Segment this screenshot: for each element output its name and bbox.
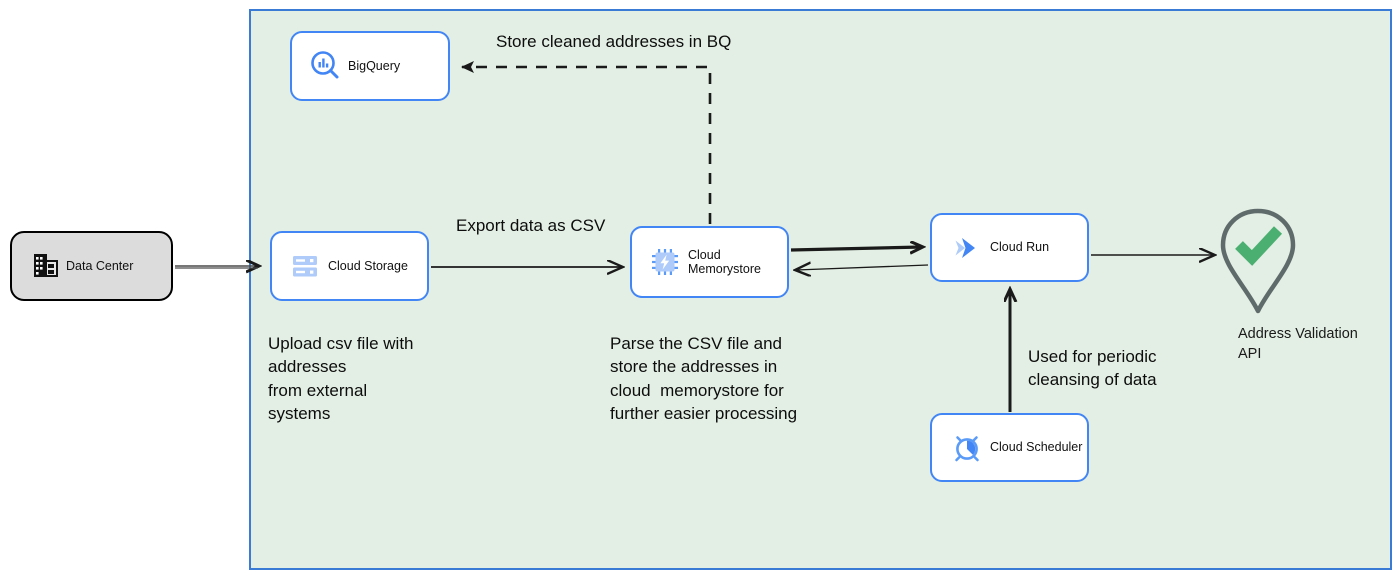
edge-datacenter-to-cloudstorage bbox=[175, 266, 258, 268]
cloud-storage-icon bbox=[282, 250, 328, 282]
cloud-memorystore-icon bbox=[642, 246, 688, 278]
node-cloud-storage[interactable]: Cloud Storage bbox=[270, 231, 429, 301]
annotation-upload-csv: Upload csv file with addresses from exte… bbox=[268, 334, 414, 424]
cloud-scheduler-icon bbox=[944, 432, 990, 464]
node-label: Cloud Run bbox=[990, 240, 1050, 255]
address-validation-api-caption: Address Validation API bbox=[1238, 326, 1358, 362]
address-validation-api-marker[interactable] bbox=[1218, 207, 1298, 317]
node-label: Cloud Memorystore bbox=[688, 247, 761, 276]
node-label: Cloud Storage bbox=[328, 258, 408, 273]
node-label: BigQuery bbox=[348, 58, 401, 73]
node-memorystore[interactable]: Cloud Memorystore bbox=[630, 226, 789, 298]
node-bigquery[interactable]: BigQuery bbox=[290, 31, 450, 101]
annotation-parse-csv: Parse the CSV file and store the address… bbox=[610, 334, 798, 424]
bigquery-icon bbox=[302, 49, 348, 83]
cloud-run-icon bbox=[942, 232, 990, 264]
node-label: Data Center bbox=[66, 258, 134, 273]
node-data-center[interactable]: Data Center bbox=[10, 231, 173, 301]
edge-label-store-cleaned-addresses: Store cleaned addresses in BQ bbox=[496, 32, 732, 51]
edge-label-periodic-cleansing: Used for periodic cleansing of data bbox=[1028, 347, 1157, 389]
google-cloud-boundary bbox=[249, 9, 1392, 570]
node-label: Cloud Scheduler bbox=[990, 440, 1083, 455]
data-center-icon bbox=[26, 251, 66, 281]
node-cloud-scheduler[interactable]: Cloud Scheduler bbox=[930, 413, 1089, 482]
node-cloud-run[interactable]: Cloud Run bbox=[930, 213, 1089, 282]
edge-label-export-data-as-csv: Export data as CSV bbox=[456, 216, 606, 235]
